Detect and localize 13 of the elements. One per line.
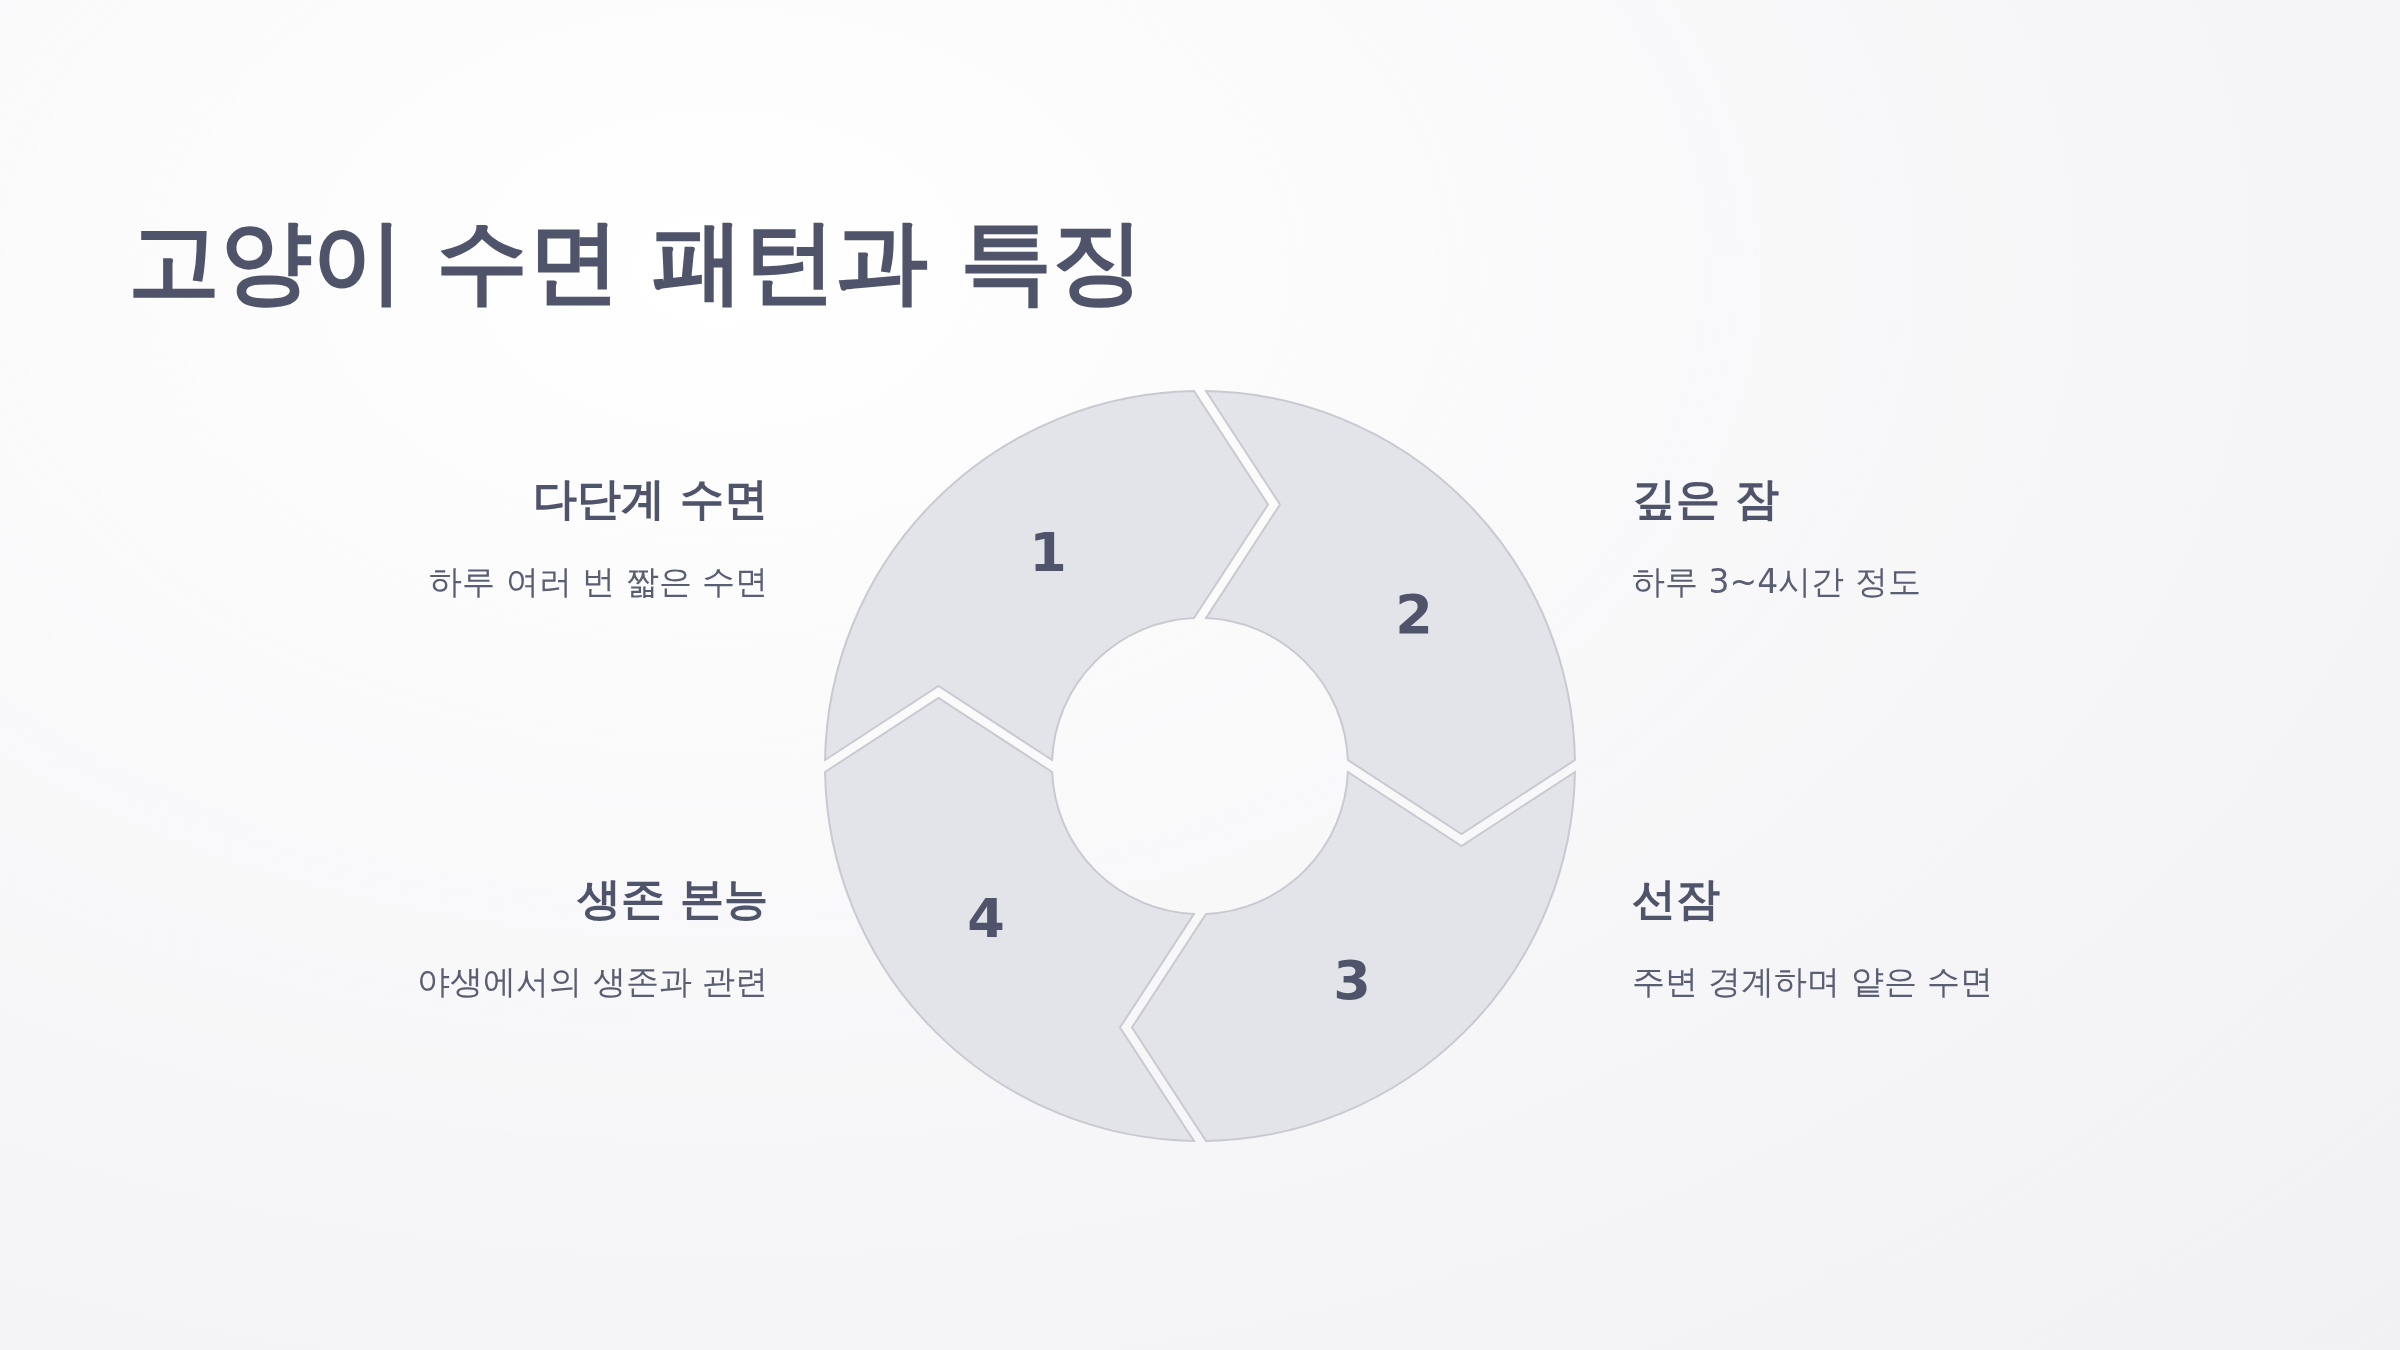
step-number: 2 — [1395, 582, 1433, 646]
step-heading: 깊은 잠 — [1632, 472, 1780, 526]
step-description: 하루 3~4시간 정도 — [1632, 561, 1921, 603]
step-description: 하루 여러 번 짧은 수면 — [429, 561, 768, 603]
title: 고양이 수면 패턴과 특징 — [128, 207, 1145, 317]
step-number: 3 — [1333, 948, 1371, 1012]
step-heading: 생존 본능 — [576, 872, 768, 926]
step-number: 4 — [967, 886, 1005, 950]
step-heading: 선잠 — [1632, 872, 1720, 926]
step-heading: 다단계 수면 — [532, 472, 768, 526]
step-description: 주변 경계하며 얕은 수면 — [1632, 961, 1994, 1003]
step-number: 1 — [1029, 520, 1067, 584]
step-description: 야생에서의 생존과 관련 — [417, 961, 768, 1003]
